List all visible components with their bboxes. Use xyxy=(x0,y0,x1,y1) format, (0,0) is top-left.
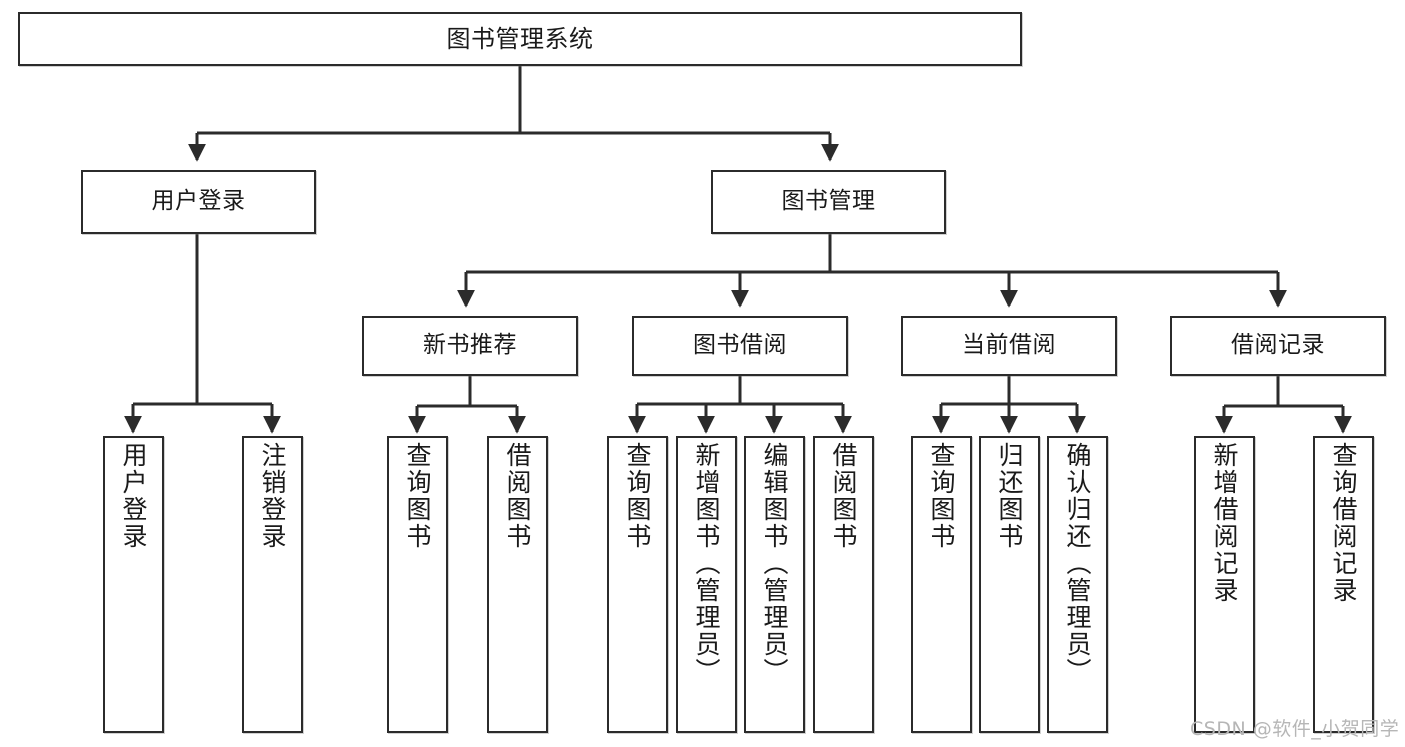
leaf-current-query-book-label: 查询图书 xyxy=(927,442,956,550)
node-book-borrow[interactable]: 图书借阅 xyxy=(632,316,848,376)
node-book-management[interactable]: 图书管理 xyxy=(711,170,946,234)
node-root[interactable]: 图书管理系统 xyxy=(18,12,1022,66)
leaf-logout-label: 注销登录 xyxy=(258,442,287,550)
leaf-recommend-borrow-book[interactable]: 借阅图书 xyxy=(487,436,548,733)
leaf-borrow-query-book-label: 查询图书 xyxy=(623,442,652,550)
node-book-management-label: 图书管理 xyxy=(781,188,876,215)
leaf-user-login[interactable]: 用户登录 xyxy=(103,436,164,733)
leaf-recommend-query-book-label: 查询图书 xyxy=(403,442,432,550)
leaf-logout[interactable]: 注销登录 xyxy=(242,436,303,733)
leaf-borrow-query-book[interactable]: 查询图书 xyxy=(607,436,668,733)
leaf-recommend-query-book[interactable]: 查询图书 xyxy=(387,436,448,733)
node-current-borrow-label: 当前借阅 xyxy=(962,332,1056,359)
node-borrow-record-label: 借阅记录 xyxy=(1231,332,1325,359)
leaf-query-borrow-record-label: 查询借阅记录 xyxy=(1329,442,1358,604)
leaf-query-borrow-record[interactable]: 查询借阅记录 xyxy=(1313,436,1374,733)
node-current-borrow[interactable]: 当前借阅 xyxy=(901,316,1117,376)
leaf-recommend-borrow-book-label: 借阅图书 xyxy=(503,442,532,550)
leaf-edit-book-admin-label: 编辑图书（管理员） xyxy=(760,442,789,685)
node-user-login-label: 用户登录 xyxy=(151,188,246,215)
leaf-edit-book-admin[interactable]: 编辑图书（管理员） xyxy=(744,436,805,733)
leaf-add-book-admin[interactable]: 新增图书（管理员） xyxy=(676,436,737,733)
node-new-book-recommend[interactable]: 新书推荐 xyxy=(362,316,578,376)
leaf-return-book[interactable]: 归还图书 xyxy=(979,436,1040,733)
leaf-borrow-book-label: 借阅图书 xyxy=(829,442,858,550)
node-book-borrow-label: 图书借阅 xyxy=(693,332,787,359)
leaf-borrow-book[interactable]: 借阅图书 xyxy=(813,436,874,733)
node-user-login[interactable]: 用户登录 xyxy=(81,170,316,234)
node-root-label: 图书管理系统 xyxy=(446,24,594,53)
leaf-add-book-admin-label: 新增图书（管理员） xyxy=(692,442,721,685)
leaf-current-query-book[interactable]: 查询图书 xyxy=(911,436,972,733)
node-borrow-record[interactable]: 借阅记录 xyxy=(1170,316,1386,376)
leaf-add-borrow-record[interactable]: 新增借阅记录 xyxy=(1194,436,1255,733)
node-new-book-recommend-label: 新书推荐 xyxy=(423,332,517,359)
leaf-confirm-return-admin[interactable]: 确认归还（管理员） xyxy=(1047,436,1108,733)
leaf-add-borrow-record-label: 新增借阅记录 xyxy=(1210,442,1239,604)
leaf-confirm-return-admin-label: 确认归还（管理员） xyxy=(1063,442,1092,685)
leaf-user-login-label: 用户登录 xyxy=(119,442,148,550)
leaf-return-book-label: 归还图书 xyxy=(995,442,1024,550)
